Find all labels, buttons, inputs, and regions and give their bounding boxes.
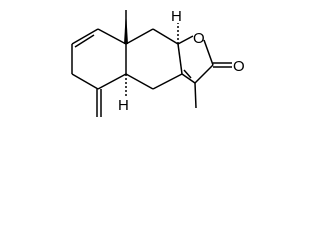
stereo-h-top-label: H bbox=[171, 8, 182, 25]
bond-lactone-carbonyl-c bbox=[194, 64, 214, 84]
bond-lactone-c-o bbox=[177, 35, 194, 45]
bond-ring-a-alkene-inner bbox=[74, 34, 95, 48]
bond-lactone-alkene-inner bbox=[183, 69, 192, 79]
bond-ring-b-2 bbox=[152, 28, 179, 45]
wedge-bond-top bbox=[124, 10, 128, 44]
bond-ring-b-5 bbox=[125, 73, 154, 90]
bond-ring-a-4 bbox=[71, 73, 99, 90]
ring-oxygen-label: O bbox=[193, 30, 205, 47]
carbonyl-oxygen-label: O bbox=[233, 58, 245, 75]
bond-ring-a-5 bbox=[97, 73, 127, 90]
bond-lactone-o-c bbox=[203, 39, 214, 66]
bond-ring-b-4 bbox=[152, 73, 183, 90]
bond-ring-b-1 bbox=[125, 28, 154, 45]
bond-lactone-methyl bbox=[194, 82, 197, 109]
bond-ring-a-2 bbox=[71, 28, 99, 45]
stereo-h-bottom-label: H bbox=[118, 97, 129, 114]
chemical-structure: O O H H bbox=[71, 8, 245, 117]
bond-lactone-alkene bbox=[181, 73, 196, 84]
bond-ring-b-3 bbox=[177, 43, 183, 75]
bond-ring-a-1 bbox=[97, 28, 127, 45]
